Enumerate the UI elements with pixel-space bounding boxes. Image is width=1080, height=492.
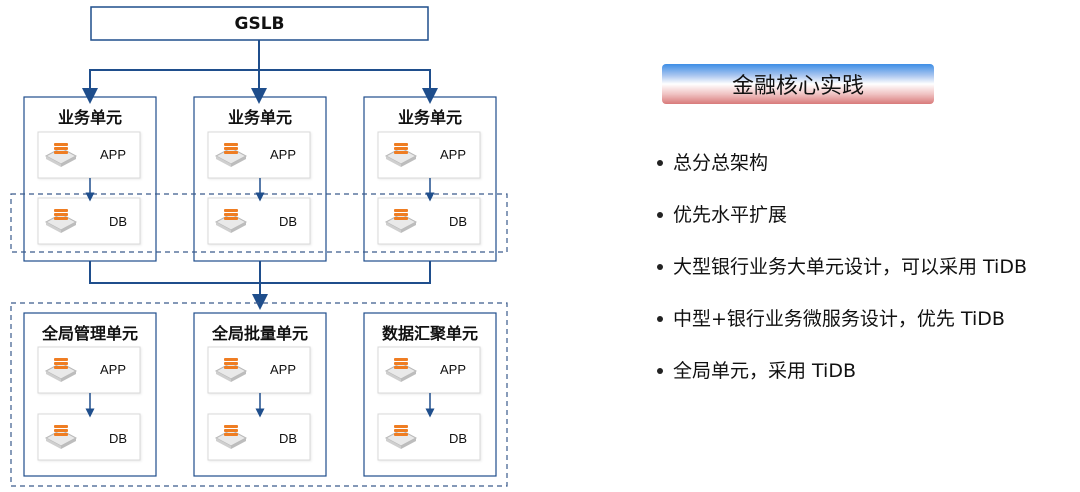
server-layer-icon <box>394 151 408 154</box>
server-stack-icon-side <box>386 371 401 382</box>
server-stack-icon-side <box>216 222 231 233</box>
server-stack-icon-side <box>386 222 401 233</box>
db-node-card <box>37 197 141 245</box>
server-stack-icon-side <box>61 222 76 233</box>
server-stack-icon-side <box>61 438 76 449</box>
business-unit-title: 业务单元 <box>227 108 292 127</box>
server-layer-icon <box>54 147 68 150</box>
aggregation-connectors <box>89 261 431 310</box>
server-stack-icon-side <box>61 156 76 167</box>
db-label: DB <box>109 214 128 229</box>
server-layer-icon <box>224 143 238 146</box>
bullet-item: 总分总架构 <box>655 148 1027 200</box>
server-stack-icon-side <box>231 371 246 382</box>
bullet-item: 优先水平扩展 <box>655 200 1027 252</box>
global-units-dashed-group <box>10 302 508 487</box>
app-label: APP <box>100 147 127 162</box>
server-layer-icon <box>54 362 68 365</box>
server-layer-icon <box>54 358 68 361</box>
server-layer-icon <box>54 433 68 436</box>
server-layer-icon <box>394 366 408 369</box>
global-unit-title: 全局管理单元 <box>41 324 138 343</box>
server-layer-icon <box>54 143 68 146</box>
server-layer-icon <box>394 209 408 212</box>
server-layer-icon <box>224 425 238 428</box>
server-stack-icon-side <box>231 156 246 167</box>
server-stack-icon-side <box>401 222 416 233</box>
server-stack-icon-side <box>401 438 416 449</box>
global-unit-title: 全局批量单元 <box>211 324 308 343</box>
practice-bullet-list: 总分总架构 优先水平扩展 大型银行业务大单元设计，可以采用 TiDB 中型+银行… <box>655 148 1027 408</box>
global-unit-box-1 <box>23 312 157 477</box>
db-label: DB <box>109 431 128 446</box>
bullet-item: 大型银行业务大单元设计，可以采用 TiDB <box>655 252 1027 304</box>
server-layer-icon <box>394 433 408 436</box>
server-layer-icon <box>54 213 68 216</box>
business-unit-title: 业务单元 <box>397 108 462 127</box>
global-unit-box-2 <box>193 312 327 477</box>
server-stack-icon-side <box>46 371 61 382</box>
server-layer-icon <box>224 147 238 150</box>
server-layer-icon <box>394 143 408 146</box>
server-stack-icon-side <box>216 438 231 449</box>
business-unit-title: 业务单元 <box>57 108 122 127</box>
server-layer-icon <box>394 358 408 361</box>
server-stack-icon-side <box>216 371 231 382</box>
app-label: APP <box>270 362 297 377</box>
server-stack-icon-side <box>401 156 416 167</box>
app-label: APP <box>440 147 467 162</box>
server-stack-icon-side <box>231 438 246 449</box>
server-stack-icon-side <box>216 156 231 167</box>
server-layer-icon <box>224 151 238 154</box>
server-stack-icon-side <box>46 156 61 167</box>
server-stack-icon-side <box>46 438 61 449</box>
app-label: APP <box>270 147 297 162</box>
server-layer-icon <box>224 209 238 212</box>
architecture-diagram <box>10 6 508 487</box>
global-unit-box-3 <box>363 312 497 477</box>
server-layer-icon <box>54 209 68 212</box>
global-unit-title: 数据汇聚单元 <box>381 324 478 343</box>
server-layer-icon <box>54 151 68 154</box>
server-layer-icon <box>224 366 238 369</box>
server-stack-icon-side <box>386 156 401 167</box>
gslb-label: GSLB <box>234 14 285 34</box>
db-label: DB <box>279 214 298 229</box>
gslb-connectors <box>82 40 438 104</box>
server-stack-icon-side <box>231 222 246 233</box>
app-label: APP <box>100 362 127 377</box>
server-layer-icon <box>394 217 408 220</box>
panel-title: 金融核心实践 <box>731 74 864 99</box>
server-layer-icon <box>54 429 68 432</box>
server-layer-icon <box>224 362 238 365</box>
server-layer-icon <box>394 213 408 216</box>
db-label: DB <box>449 214 468 229</box>
server-stack-icon-side <box>386 438 401 449</box>
panel-title-banner: 金融核心实践 <box>662 64 934 104</box>
server-layer-icon <box>224 358 238 361</box>
server-stack-icon-side <box>46 222 61 233</box>
gslb-box <box>90 6 429 41</box>
server-layer-icon <box>224 429 238 432</box>
bullet-item: 中型+银行业务微服务设计，优先 TiDB <box>655 304 1027 356</box>
db-label: DB <box>279 431 298 446</box>
server-layer-icon <box>224 217 238 220</box>
server-layer-icon <box>224 433 238 436</box>
server-layer-icon <box>394 429 408 432</box>
bullet-item: 全局单元，采用 TiDB <box>655 356 1027 408</box>
server-layer-icon <box>224 213 238 216</box>
server-layer-icon <box>54 217 68 220</box>
server-layer-icon <box>394 147 408 150</box>
server-layer-icon <box>394 425 408 428</box>
app-label: APP <box>440 362 467 377</box>
server-stack-icon-side <box>401 371 416 382</box>
db-label: DB <box>449 431 468 446</box>
server-stack-icon-side <box>61 371 76 382</box>
server-layer-icon <box>54 366 68 369</box>
server-layer-icon <box>54 425 68 428</box>
server-layer-icon <box>394 362 408 365</box>
